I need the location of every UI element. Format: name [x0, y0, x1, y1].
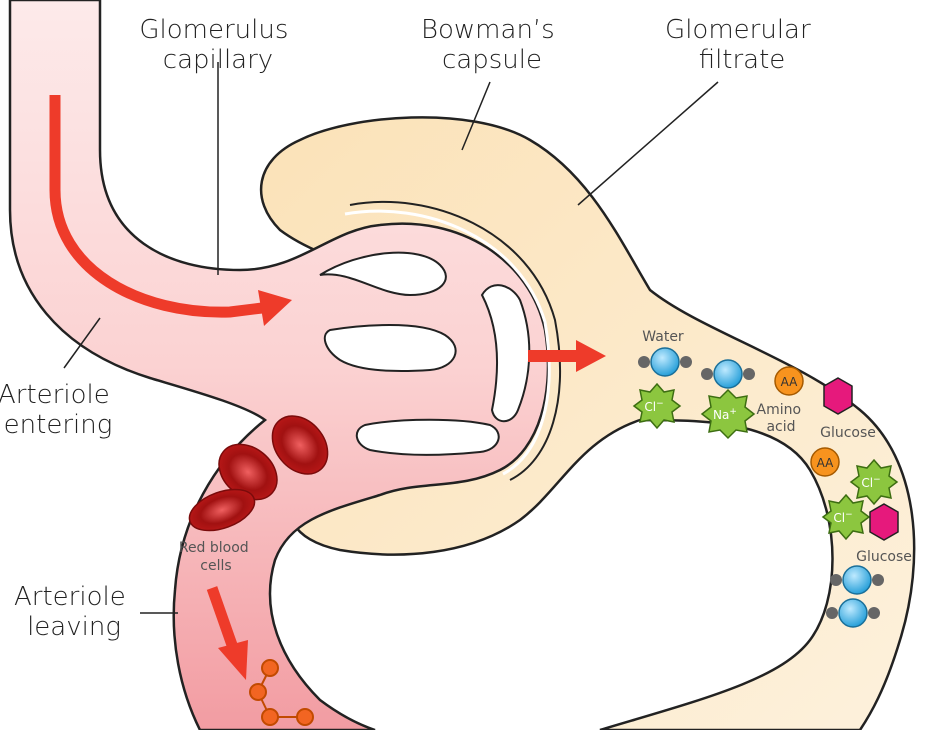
capillary-gap-3	[355, 418, 500, 456]
glucose-2	[869, 503, 899, 541]
water-molecule-1	[638, 347, 692, 377]
label-red-blood-cells: Red blood cells	[179, 540, 253, 574]
label-water: Water	[642, 329, 684, 345]
cl-text-1: Cl−	[644, 399, 663, 414]
amino-acid-2	[810, 447, 840, 477]
leader-bowman	[461, 81, 491, 151]
rbc-3	[188, 488, 256, 532]
label-amino-acid: Amino acid	[757, 402, 806, 435]
capsule-inner-wall	[349, 200, 561, 481]
cl-text-2: Cl−	[861, 475, 880, 490]
label-glomerulus: Glomerulus capillary	[139, 15, 296, 75]
capillary-gap-2	[323, 324, 457, 372]
label-glucose-2: Glucose	[856, 549, 912, 565]
chloride-ion-3	[821, 493, 871, 541]
protein-chain-icon	[249, 659, 314, 726]
label-glomerular-filtrate: Glomerular filtrate	[665, 15, 819, 75]
chloride-ion-1	[632, 382, 682, 430]
blood-flow-arrow-entering	[49, 95, 263, 318]
label-glucose-1: Glucose	[820, 425, 876, 441]
na-text: Na+	[713, 407, 737, 422]
rbc-1	[271, 415, 329, 475]
label-arteriole-leaving: Arteriole leaving	[14, 582, 134, 642]
arrow-head-entering	[258, 290, 292, 326]
sodium-ion	[700, 388, 756, 440]
water-molecule-4	[826, 598, 880, 628]
filtration-arrow-shaft	[528, 350, 578, 362]
aa-text-2: AA	[817, 456, 835, 470]
filtration-arrow-head	[576, 340, 606, 372]
label-arteriole-entering: Arteriole entering	[0, 380, 118, 440]
aa-text-1: AA	[781, 375, 799, 389]
chloride-ion-2	[849, 458, 899, 506]
water-molecule-2	[701, 359, 755, 389]
label-bowmans-capsule: Bowman’s capsule	[421, 15, 563, 75]
capillary-gap-4	[480, 284, 531, 423]
blood-flow-arrow-leaving	[206, 586, 238, 647]
leader-entering	[63, 317, 101, 369]
capillary-gap-1	[319, 251, 447, 297]
glucose-1	[823, 377, 853, 415]
amino-acid-1	[774, 366, 804, 396]
leader-filtrate	[577, 81, 719, 206]
red-blood-cells	[188, 415, 329, 532]
cl-text-3: Cl−	[833, 510, 852, 525]
arteriole-vessel-body	[8, 0, 550, 730]
water-molecule-3	[830, 565, 884, 595]
arrow-head-leaving	[218, 640, 248, 680]
